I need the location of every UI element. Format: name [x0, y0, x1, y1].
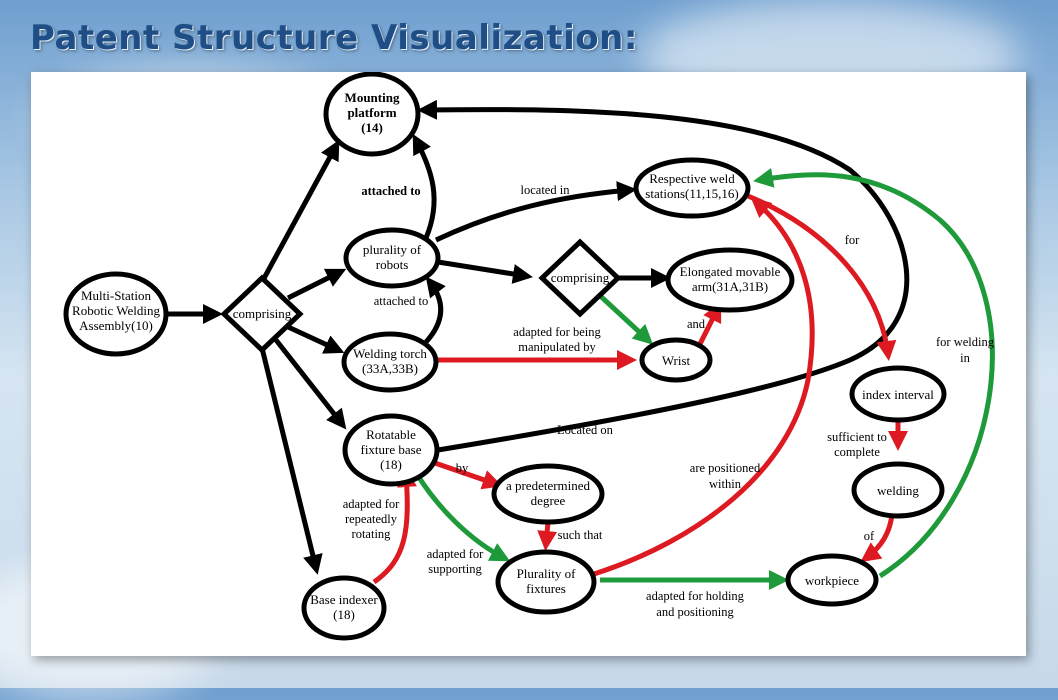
label-located-on: Located on: [557, 423, 614, 437]
label-repeatedly-rotating-line-3: rotating: [352, 527, 392, 541]
node-assembly-line-3: Assembly(10): [79, 318, 153, 333]
node-baseindexer-line-2: (18): [333, 607, 355, 622]
node-baseindexer-line-1: Base indexer: [310, 592, 378, 607]
node-degree-line-1: a predetermined: [506, 478, 591, 493]
node-degree-line-2: degree: [531, 493, 566, 508]
node-assembly-line-1: Multi-Station: [81, 288, 152, 303]
edge-comprising-fixturebase: [274, 338, 347, 430]
edge-torch-robots: [424, 276, 446, 344]
node-comprising-2: comprising: [538, 238, 622, 318]
label-attached-to-mid: attached to: [374, 294, 429, 308]
edge-comprising-torch: [284, 323, 345, 354]
edge-comprising-mounting: [259, 139, 340, 284]
node-fixturebase-line-1: Rotatable: [366, 427, 416, 442]
node-welding-label: welding: [877, 483, 919, 498]
edge-fixturebase-mounting: [417, 99, 910, 453]
edge-stations-indexinterval: [747, 193, 897, 361]
edge-fixturebase-fixtures: [415, 474, 511, 562]
label-sufficient-line-1: sufficient to: [827, 430, 887, 444]
node-index-interval: index interval: [849, 365, 947, 423]
node-workpiece: workpiece: [785, 553, 879, 607]
node-mounting-line-1: Mounting: [345, 90, 400, 105]
label-located-in: located in: [521, 183, 571, 197]
edge-fixturebase-degree: [431, 459, 503, 490]
label-and: and: [687, 317, 706, 331]
node-fixtures: Plurality of fixtures: [495, 549, 597, 615]
edge-degree-fixtures: [537, 521, 558, 551]
label-holding-line-2: and positioning: [656, 605, 734, 619]
node-robots-line-2: robots: [376, 257, 409, 272]
label-positioned-within-line-1: are positioned: [690, 461, 761, 475]
label-adapted-manipulated-line-2: manipulated by: [518, 340, 596, 354]
node-fixturebase-line-2: fixture base: [360, 442, 421, 457]
node-base-indexer: Base indexer (18): [301, 575, 387, 641]
edge-robots-stations: [434, 181, 637, 243]
node-comprising-2-label: comprising: [551, 270, 610, 285]
node-robots-line-1: plurality of: [363, 242, 422, 257]
edge-robots-mounting: [412, 133, 437, 239]
node-fixtures-line-2: fixtures: [526, 581, 566, 596]
node-predetermined-degree: a predetermined degree: [491, 463, 605, 525]
edge-comprising2-wrist: [594, 290, 654, 345]
edge-wrist-arm: [695, 301, 722, 350]
label-such-that: such that: [558, 528, 603, 542]
label-supporting-line-1: adapted for: [427, 547, 484, 561]
label-for-welding-in-line-1: for welding: [936, 335, 995, 349]
label-holding-line-1: adapted for holding: [646, 589, 745, 603]
node-mounting-platform: Mounting platform (14): [323, 72, 421, 157]
label-positioned-within-line-2: within: [709, 477, 742, 491]
edge-fixtures-stations: [593, 197, 815, 577]
node-wrist: Wrist: [639, 337, 713, 383]
label-of: of: [864, 529, 875, 543]
node-wrist-label: Wrist: [662, 353, 691, 368]
label-for: for: [845, 233, 860, 247]
node-indexinterval-label: index interval: [862, 387, 934, 402]
edge-workpiece-stations: [753, 168, 995, 579]
edge-comprising-robots: [286, 268, 347, 301]
node-robots: plurality of robots: [343, 227, 441, 289]
page-title: Patent Structure Visualization:: [30, 18, 638, 58]
label-attached-to-top: attached to: [361, 184, 420, 198]
node-fixture-base: Rotatable fixture base (18): [342, 413, 440, 487]
edge-comprising-baseindexer: [259, 347, 323, 575]
label-sufficient-line-2: complete: [834, 445, 880, 459]
label-repeatedly-rotating-line-2: repeatedly: [345, 512, 398, 526]
edge-robots-comprising2: [437, 259, 533, 284]
node-mounting-line-3: (14): [361, 120, 383, 135]
node-stations-line-2: stations(11,15,16): [645, 186, 738, 201]
node-torch-line-1: Welding torch: [353, 346, 427, 361]
node-welding: welding: [851, 461, 945, 519]
node-assembly: Multi-Station Robotic Welding Assembly(1…: [63, 271, 169, 357]
label-supporting-line-2: supporting: [428, 562, 482, 576]
edge-welding-workpiece: [860, 513, 895, 563]
label-repeatedly-rotating-line-1: adapted for: [343, 497, 400, 511]
node-fixturebase-line-3: (18): [380, 457, 402, 472]
diagram-panel: Multi-Station Robotic Welding Assembly(1…: [31, 72, 1026, 656]
label-by: by: [456, 461, 469, 475]
node-assembly-line-2: Robotic Welding: [72, 303, 160, 318]
node-movable-arm: Elongated movable arm(31A,31B): [665, 247, 795, 313]
node-torch-line-2: (33A,33B): [362, 361, 418, 376]
node-arm-line-1: Elongated movable: [680, 264, 781, 279]
patent-diagram: Multi-Station Robotic Welding Assembly(1…: [63, 72, 995, 641]
node-comprising-1-label: comprising: [233, 306, 292, 321]
node-welding-torch: Welding torch (33A,33B): [341, 331, 439, 393]
node-weld-stations: Respective weld stations(11,15,16): [633, 157, 751, 219]
node-workpiece-label: workpiece: [805, 573, 859, 588]
node-stations-line-1: Respective weld: [649, 171, 735, 186]
node-fixtures-line-1: Plurality of: [517, 566, 577, 581]
node-mounting-line-2: platform: [347, 105, 396, 120]
node-arm-line-2: arm(31A,31B): [692, 279, 768, 294]
edge-baseindexer-fixturebase: [372, 467, 417, 585]
node-comprising-1: comprising: [220, 274, 304, 354]
label-adapted-manipulated-line-1: adapted for being: [513, 325, 601, 339]
label-for-welding-in-line-2: in: [960, 351, 970, 365]
